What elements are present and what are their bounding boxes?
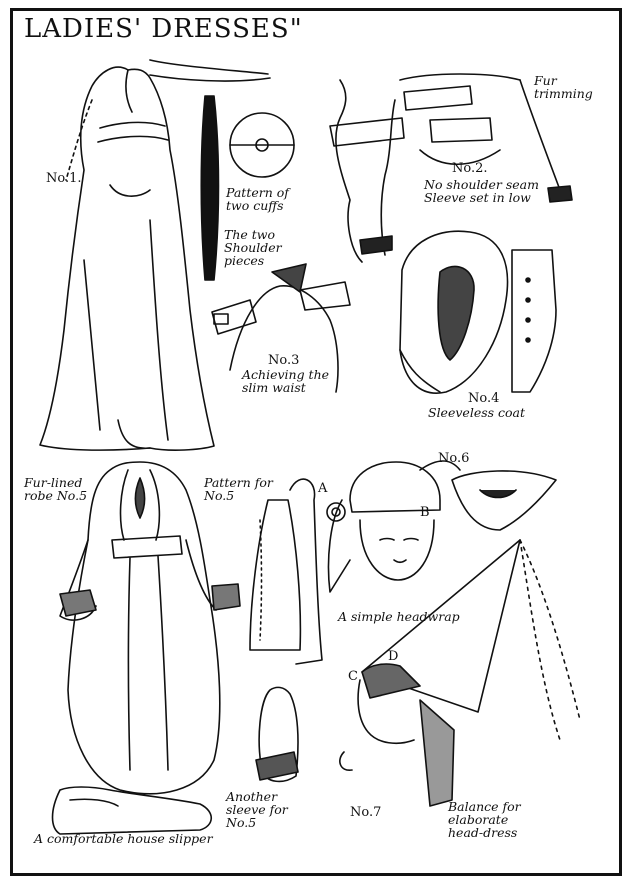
cuff-pattern-circle [229,112,295,178]
label-no1: No.1. [46,171,82,186]
sleeve-figure-no2 [329,73,573,263]
fur-lined-robe-no5 [59,461,241,795]
label-no3-caption: Achieving the slim waist [242,367,330,395]
label-fur-lined-robe: Fur-lined robe No.5 [24,475,88,503]
label-balance: Balance for elaborate head-dress [448,799,521,840]
marker-a: A [318,481,328,496]
house-slipper [51,786,213,835]
label-no2: No.2. [452,161,488,176]
label-shoulder-pieces: The two Shoulder pieces [224,227,282,268]
page-title: LADIES' DRESSES" [24,14,303,44]
cuff-pattern-strip [200,95,220,281]
label-no6: No.6 [438,451,470,466]
sleeveless-coat-no4 [399,230,557,394]
label-pattern-no5: Pattern for No.5 [204,475,273,503]
label-slipper: A comfortable house slipper [34,831,213,846]
label-no4-caption: Sleeveless coat [428,405,526,420]
label-cuffs-pattern: Pattern of two cuffs [226,185,289,213]
label-fur-trimming: Fur trimming [534,73,593,101]
label-headwrap: A simple headwrap [338,609,460,624]
marker-b: B [420,505,430,520]
headwrap-no6 [326,460,557,593]
hennin-no7 [339,539,581,807]
label-no7: No.7 [350,805,382,820]
bodice-no3 [211,263,351,393]
label-no4: No.4 [468,391,500,406]
pattern-no5 [249,478,323,665]
gown-figure-no1 [39,59,271,451]
marker-c: C [348,669,358,684]
illustration-plate [10,8,622,876]
label-another-sleeve: Another sleeve for No.5 [226,789,288,830]
label-no3: No.3 [268,353,300,368]
marker-d: D [388,649,399,664]
sleeve-pattern-no5 [255,686,299,783]
label-no2-caption: No shoulder seam Sleeve set in low [424,177,539,205]
